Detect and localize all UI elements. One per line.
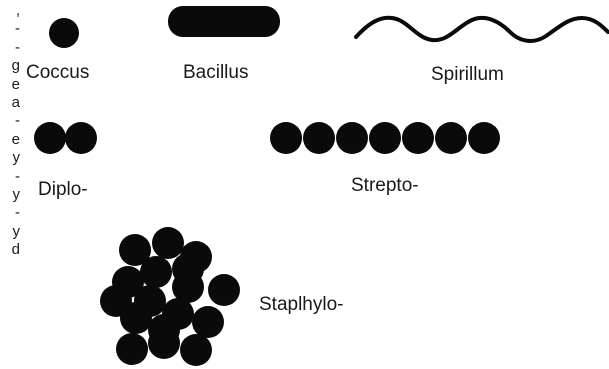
staphylo-cell	[152, 227, 184, 259]
staphylo-cell	[116, 333, 148, 365]
staphylo-cell	[140, 256, 172, 288]
staphylo-cell	[192, 306, 224, 338]
strepto-cell	[336, 122, 368, 154]
coccus-label: Coccus	[26, 63, 89, 82]
strepto-cell	[303, 122, 335, 154]
bacillus-label: Bacillus	[183, 63, 248, 82]
spirillum-label: Spirillum	[431, 65, 504, 84]
staphylo-cell	[148, 327, 180, 359]
diplo-cell	[65, 122, 97, 154]
bacillus-rod	[168, 6, 280, 37]
staphylococcus-cluster	[100, 227, 240, 366]
staphylo-cell	[120, 302, 152, 334]
staphylo-cell	[172, 253, 204, 285]
strepto-cell	[402, 122, 434, 154]
staphylo-cell	[180, 334, 212, 366]
strepto-cell	[435, 122, 467, 154]
diplo-label: Diplo-	[38, 180, 88, 199]
diplo-cell	[34, 122, 66, 154]
strepto-cell	[369, 122, 401, 154]
coccus-cell	[49, 18, 79, 48]
diplococcus-group	[34, 122, 97, 154]
streptococcus-chain	[270, 122, 500, 154]
staphylo-cell	[208, 274, 240, 306]
strepto-cell	[468, 122, 500, 154]
strepto-label: Strepto-	[351, 176, 419, 195]
strepto-cell	[270, 122, 302, 154]
staphylo-label: Staplhylo-	[259, 295, 344, 314]
spirillum-wave	[356, 18, 608, 41]
